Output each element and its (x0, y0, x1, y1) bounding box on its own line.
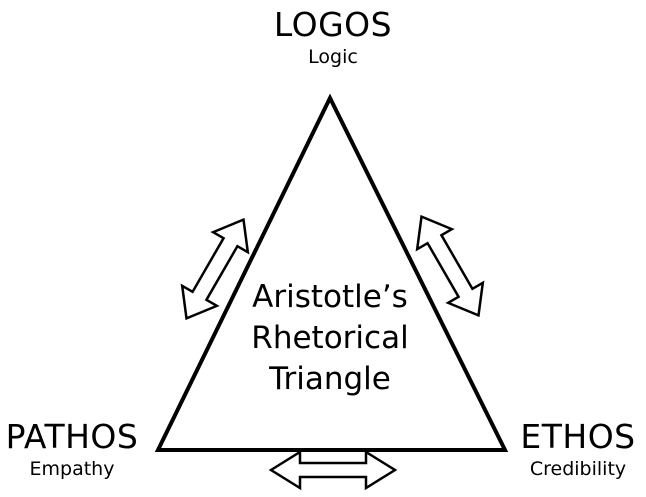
bottom-double-arrow-icon (268, 449, 398, 491)
logos-title: LOGOS (273, 5, 393, 44)
center-title-line-2: Rhetorical (251, 320, 409, 356)
triangle-outline (154, 93, 509, 452)
right-double-arrow-icon (415, 214, 485, 318)
ethos-subtitle: Credibility (529, 458, 627, 480)
center-title-line-1: Aristotle’s (252, 279, 408, 315)
logos-subtitle: Logic (308, 46, 358, 68)
pathos-subtitle: Empathy (29, 458, 115, 480)
pathos-title: PATHOS (5, 417, 139, 456)
left-double-arrow-icon (180, 217, 250, 321)
ethos-title: ETHOS (520, 417, 636, 456)
center-title-line-3: Triangle (269, 361, 391, 397)
